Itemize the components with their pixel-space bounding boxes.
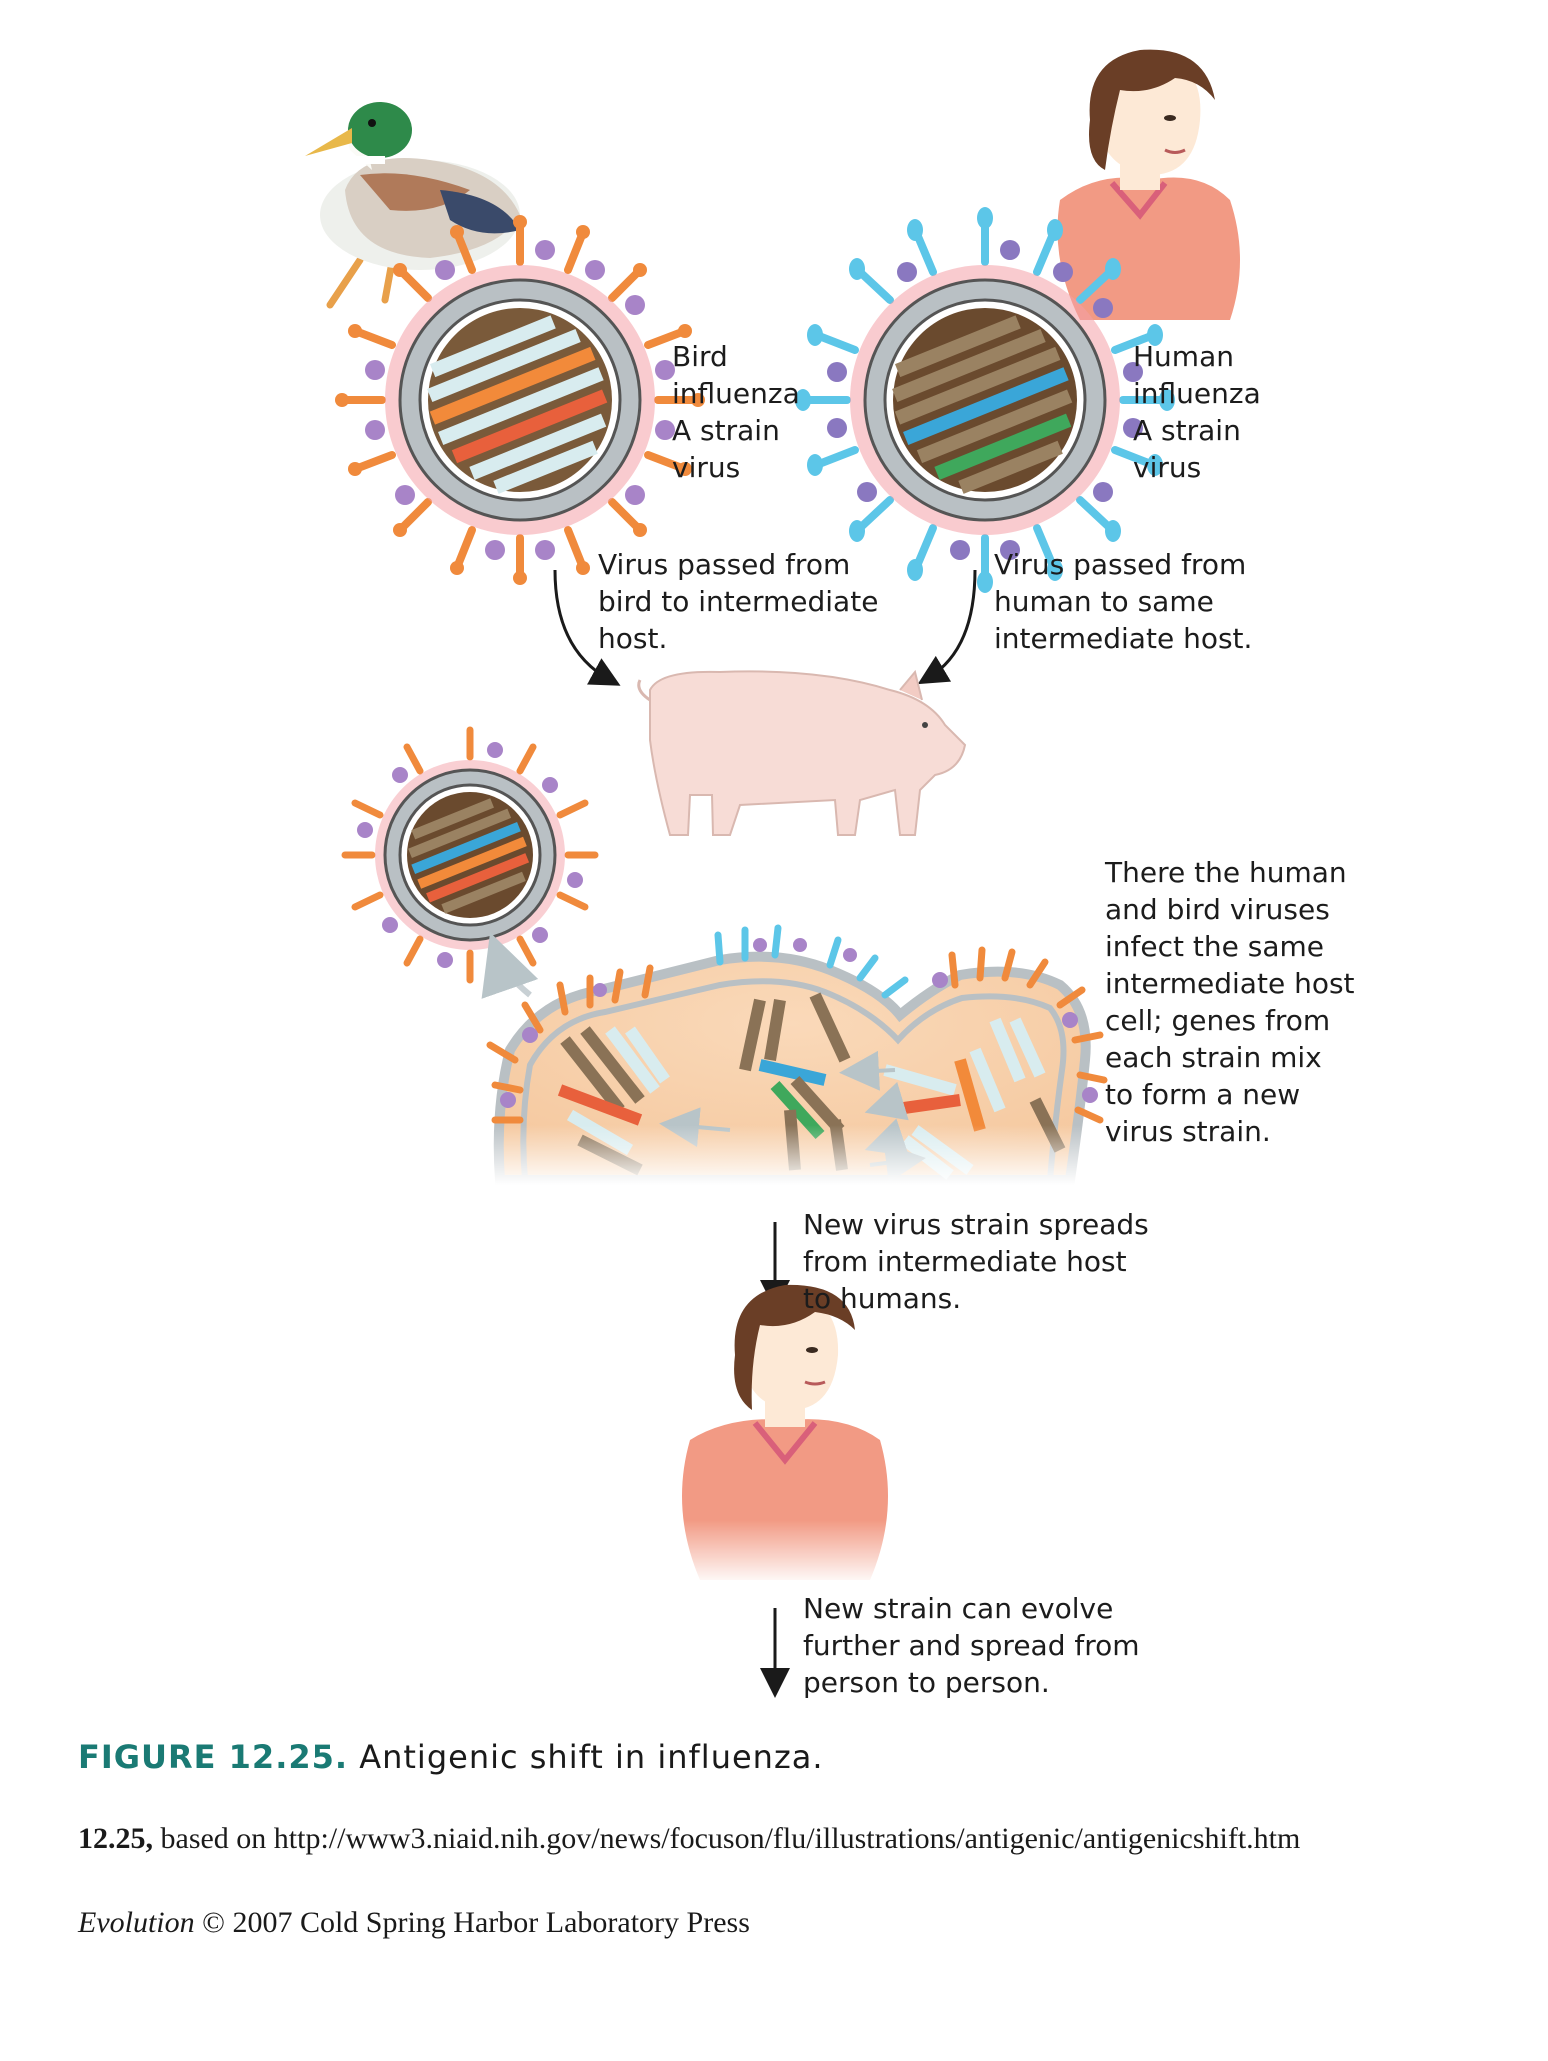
- human-figure-top: [1057, 49, 1240, 320]
- human-virus-particle: [795, 207, 1175, 593]
- copyright-line: Evolution © 2007 Cold Spring Harbor Labo…: [78, 1906, 750, 1940]
- copyright-text: © 2007 Cold Spring Harbor Laboratory Pre…: [202, 1906, 750, 1939]
- figure-number: FIGURE 12.25.: [78, 1738, 349, 1776]
- bird-to-pig-arrow: [553, 569, 621, 686]
- human-virus-spikes: [795, 207, 1175, 593]
- reassortant-virus-particle: [341, 726, 599, 984]
- duck-illustration: [305, 102, 520, 309]
- human-figure-bottom: [660, 1284, 920, 1585]
- figure-caption: FIGURE 12.25. Antigenic shift in influen…: [78, 1738, 824, 1776]
- bird-virus-particle: [335, 215, 705, 585]
- book-title: Evolution: [78, 1906, 195, 1939]
- human-virus-genes: [892, 315, 1073, 494]
- source-text: based on http://www3.niaid.nih.gov/news/…: [160, 1822, 1301, 1855]
- source-credit: 12.25, based on http://www3.niaid.nih.go…: [78, 1822, 1300, 1856]
- figure-title: Antigenic shift in influenza.: [359, 1738, 824, 1776]
- pig-illustration: [637, 669, 967, 836]
- bird-virus-genes: [427, 315, 608, 494]
- human-to-pig-arrow: [917, 569, 977, 685]
- intermediate-host-cell: [480, 924, 1108, 1185]
- source-label: 12.25,: [78, 1822, 153, 1855]
- bird-virus-spikes: [335, 215, 705, 585]
